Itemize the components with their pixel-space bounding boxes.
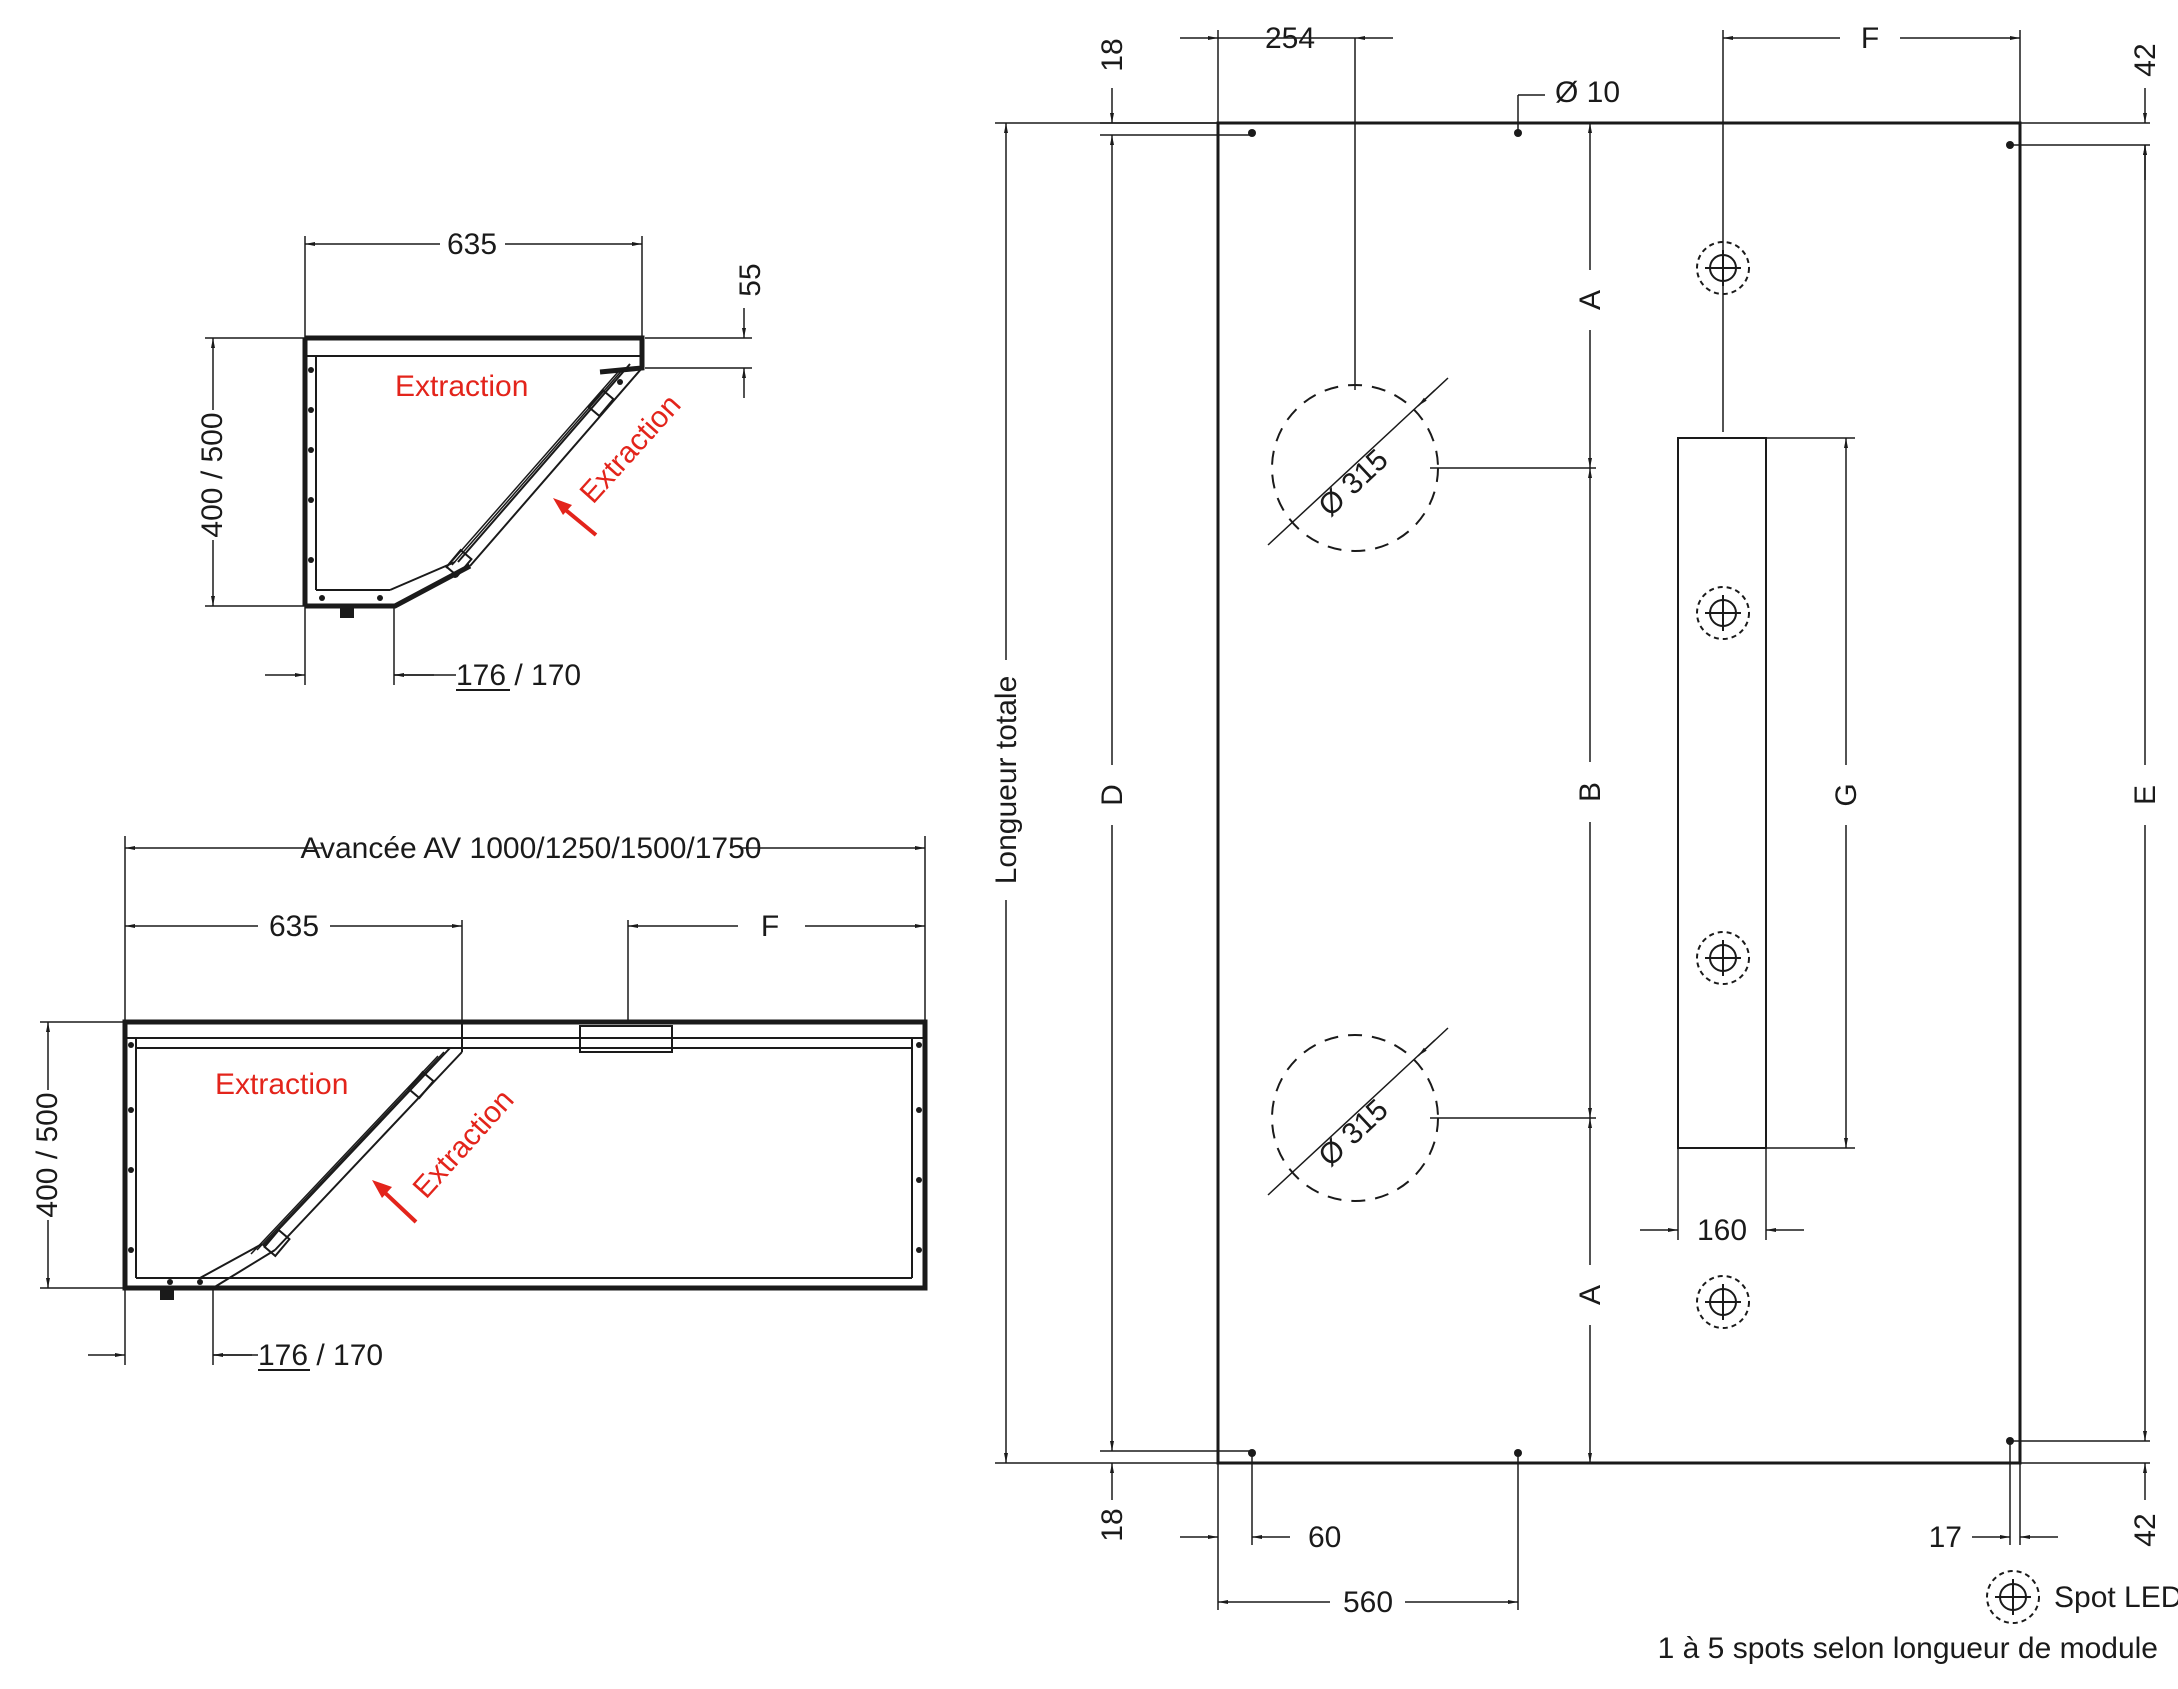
legend: Spot LED 1 à 5 spots selon longueur de m… (1658, 1570, 2178, 1665)
extraction-label-diag-large: Extraction (407, 1083, 521, 1204)
dim-60: 60 (1308, 1521, 1341, 1554)
longueur-totale-label: Longueur totale (990, 676, 1023, 885)
extraction-label-top-large: Extraction (215, 1068, 348, 1101)
spot-led-icon (1696, 1275, 1750, 1329)
spot-led-icon (1696, 586, 1750, 640)
dim-depth-large: 400 / 500 (31, 1092, 64, 1217)
dim-42-bottom: 42 (2129, 1513, 2162, 1546)
dim-17: 17 (1929, 1521, 1962, 1554)
dim-g: G (1830, 783, 1863, 806)
dim-diam-10: Ø 10 (1555, 76, 1620, 109)
legend-spot-label: Spot LED (2054, 1581, 2178, 1614)
dim-635-large: 635 (269, 910, 319, 943)
side-view-small: 635 55 400 / 500 (196, 228, 767, 692)
dim-18-bottom: 18 (1096, 1508, 1129, 1541)
dim-42-top: 42 (2129, 43, 2162, 76)
plan-view: 254 F 18 42 Ø 10 A B A (990, 22, 2162, 1619)
dim-160: 160 (1697, 1214, 1747, 1247)
dim-f-large: F (761, 910, 779, 943)
dim-635-small: 635 (447, 228, 497, 261)
dim-a-top: A (1574, 290, 1607, 310)
dim-depth-small: 400 / 500 (196, 412, 229, 537)
dim-560: 560 (1343, 1586, 1393, 1619)
dim-avancee: Avancée AV 1000/1250/1500/1750 (301, 832, 762, 865)
dim-18-top: 18 (1096, 38, 1129, 71)
dim-55-small: 55 (734, 263, 767, 296)
side-view-large: Avancée AV 1000/1250/1500/1750 635 F 400… (31, 832, 928, 1372)
duct-bottom-label: Ø 315 (1312, 1093, 1394, 1173)
spot-led-icon (1986, 1570, 2040, 1624)
dim-bottom-small: 176 / 170 (456, 659, 581, 692)
dim-b: B (1574, 782, 1607, 802)
legend-spot-note: 1 à 5 spots selon longueur de module (1658, 1632, 2158, 1665)
dim-d: D (1096, 784, 1129, 806)
dim-a-bottom: A (1574, 1285, 1607, 1305)
spot-led-icon (1696, 931, 1750, 985)
dim-e: E (2129, 785, 2162, 805)
duct-top-label: Ø 315 (1312, 443, 1394, 523)
dim-254: 254 (1265, 22, 1315, 55)
extraction-label-top-small: Extraction (395, 370, 528, 403)
dim-f-plan: F (1861, 22, 1879, 55)
dim-bottom-large: 176 / 170 (258, 1339, 383, 1372)
